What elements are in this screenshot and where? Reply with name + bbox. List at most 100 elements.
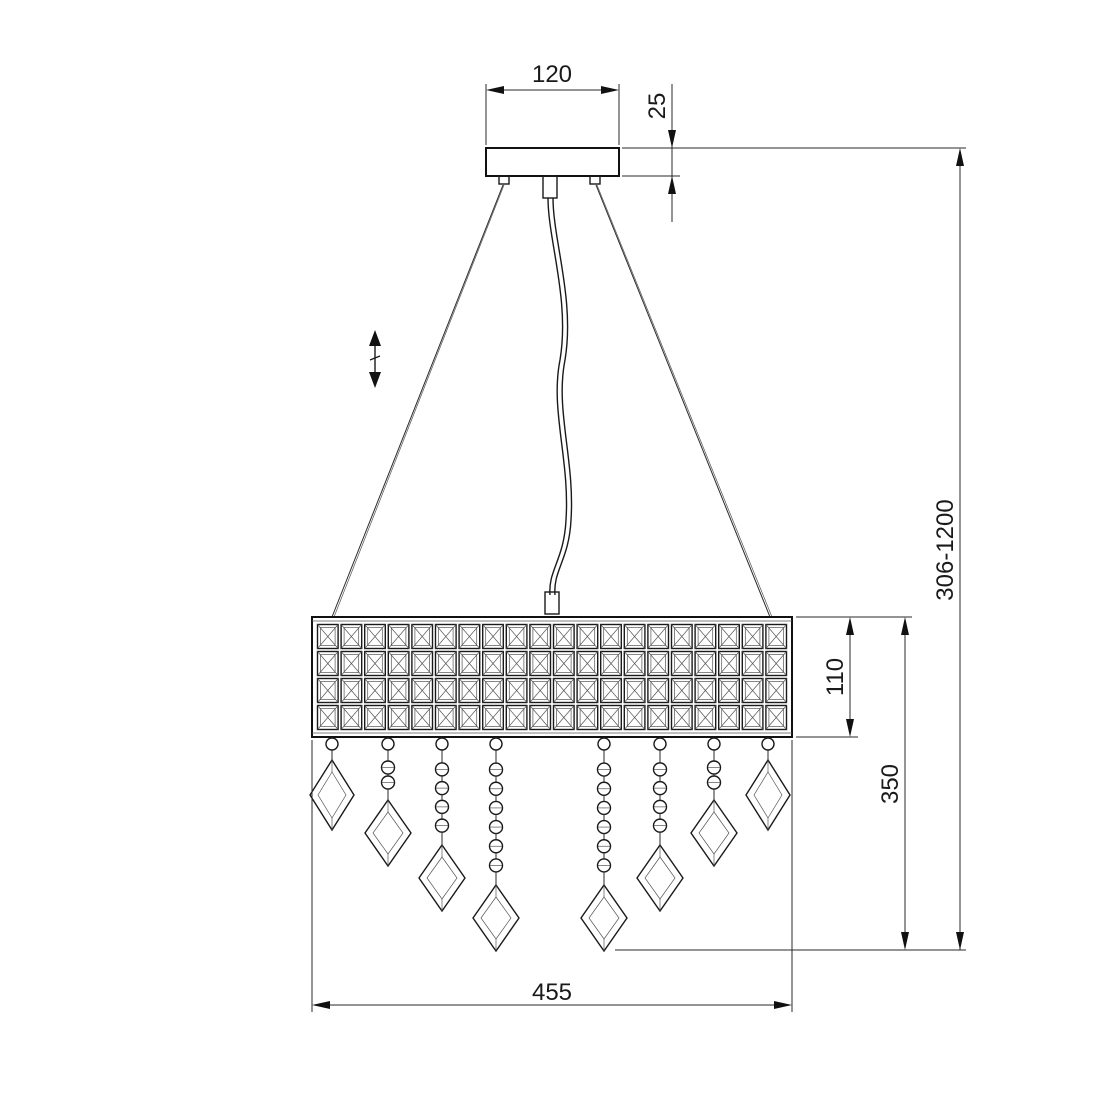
shade-crystal-tile (576, 623, 599, 650)
dimension-canopy-width: 120 (485, 61, 620, 145)
shade-crystal-tile (458, 677, 481, 704)
shade-crystal-tile (482, 704, 505, 731)
crystal-strand (472, 737, 520, 953)
shade-crystal-tile (529, 704, 552, 731)
shade-crystal-tile (364, 623, 387, 650)
crystal-strand (364, 737, 412, 868)
shade-crystal-tile (623, 704, 646, 731)
shade-crystal-tile (364, 650, 387, 677)
shade-crystal-tile (576, 650, 599, 677)
crystal-diamond-pendant (472, 883, 520, 953)
shade-crystal-tile (434, 623, 457, 650)
shade-crystal-tile (741, 704, 764, 731)
shade-crystal-tile (600, 623, 623, 650)
shade-crystal-tile (552, 704, 575, 731)
shade-crystal-tile (387, 650, 410, 677)
shade-crystal-tile (434, 677, 457, 704)
crystal-diamond-pendant (636, 843, 684, 913)
crystal-diamond-pendant (418, 843, 466, 913)
shade-crystal-tile (505, 623, 528, 650)
shade-crystal-tile (623, 623, 646, 650)
shade-crystal-tile (458, 650, 481, 677)
dimension-overall-height: 306-1200 (615, 148, 966, 951)
shade-crystal-tile (670, 704, 693, 731)
shade-crystal-tile (647, 677, 670, 704)
crystal-diamond-pendant (364, 798, 412, 868)
shade-crystal-tile (576, 704, 599, 731)
shade-crystal-tile (529, 650, 552, 677)
dimension-label-canopy-width: 120 (532, 61, 572, 88)
crystal-strand (745, 737, 791, 832)
shade-crystal-tile (364, 677, 387, 704)
shade-crystal-tile (411, 704, 434, 731)
shade-crystal-tile (694, 677, 717, 704)
dimension-body-height: 350 (877, 617, 909, 950)
shade-crystal-tile (387, 677, 410, 704)
shade-crystal-tile (552, 650, 575, 677)
shade-crystal-tile (576, 677, 599, 704)
shade-crystal-tile (387, 623, 410, 650)
shade-crystal-tile (765, 704, 788, 731)
shade-crystal-tile (623, 677, 646, 704)
shade-crystal-tile (529, 677, 552, 704)
shade-crystal-tile (600, 650, 623, 677)
shade-crystal-tile (411, 677, 434, 704)
shade-crystal-tile (694, 623, 717, 650)
shade-crystal-tile (694, 704, 717, 731)
crystal-strand (690, 737, 738, 868)
crystal-diamond-pendant (309, 758, 355, 832)
shade-crystal-tile (340, 623, 363, 650)
shade-crystal-tile (718, 623, 741, 650)
shade-crystal-tile (741, 650, 764, 677)
shade-crystal-tile (765, 677, 788, 704)
shade-crystal-tile (482, 650, 505, 677)
shade-crystal-tile (600, 677, 623, 704)
shade-crystal-tile (647, 650, 670, 677)
shade-crystal-tile (316, 650, 339, 677)
shade-crystal-tile (505, 650, 528, 677)
crystal-strand (580, 737, 628, 953)
shade-crystal-tile (694, 650, 717, 677)
shade-crystal-tile (670, 677, 693, 704)
shade-crystal-tile (600, 704, 623, 731)
shade-crystal-tile (434, 650, 457, 677)
crystal-diamond-pendant (745, 758, 791, 832)
crystal-diamond-pendant (690, 798, 738, 868)
dimension-label-canopy-height: 25 (644, 93, 671, 120)
dimension-canopy-height: 25 (622, 84, 966, 222)
shade-crystal-tile (340, 677, 363, 704)
shade-crystal-tile (741, 677, 764, 704)
shade-crystal-tile (387, 704, 410, 731)
shade-crystal-tile (364, 704, 387, 731)
shade-crystal-tile (316, 704, 339, 731)
dimension-label-overall-height: 306-1200 (932, 499, 959, 600)
shade-crystal-tile (411, 650, 434, 677)
crystal-strand (636, 737, 684, 913)
shade-crystal-tile (647, 623, 670, 650)
shade-crystal-tile (458, 704, 481, 731)
shade-crystal-tile (411, 623, 434, 650)
shade-crystal-tile (316, 677, 339, 704)
shade-crystal-tile (340, 650, 363, 677)
shade-crystal-tile (670, 650, 693, 677)
shade-crystal-tile (505, 704, 528, 731)
shade-crystal-tile (718, 704, 741, 731)
height-adjust-arrows-icon (369, 330, 381, 388)
shade-crystal-tile (482, 677, 505, 704)
shade-crystal-tile (316, 623, 339, 650)
shade-crystal-tile (623, 650, 646, 677)
dimension-diameter: 455 (311, 740, 793, 1012)
shade-crystal-tile (741, 623, 764, 650)
shade-crystal-tile (505, 677, 528, 704)
shade-crystal-tile (552, 623, 575, 650)
shade-crystal-tile (647, 704, 670, 731)
shade-crystal-tile (340, 704, 363, 731)
shade-crystal-tile (434, 704, 457, 731)
hanging-crystals (309, 737, 791, 953)
dimension-label-diameter: 455 (532, 979, 572, 1006)
dimension-label-body-height: 350 (877, 764, 904, 804)
canopy (485, 147, 620, 199)
shade-crystal-tile (765, 650, 788, 677)
shade-crystal-tile (482, 623, 505, 650)
